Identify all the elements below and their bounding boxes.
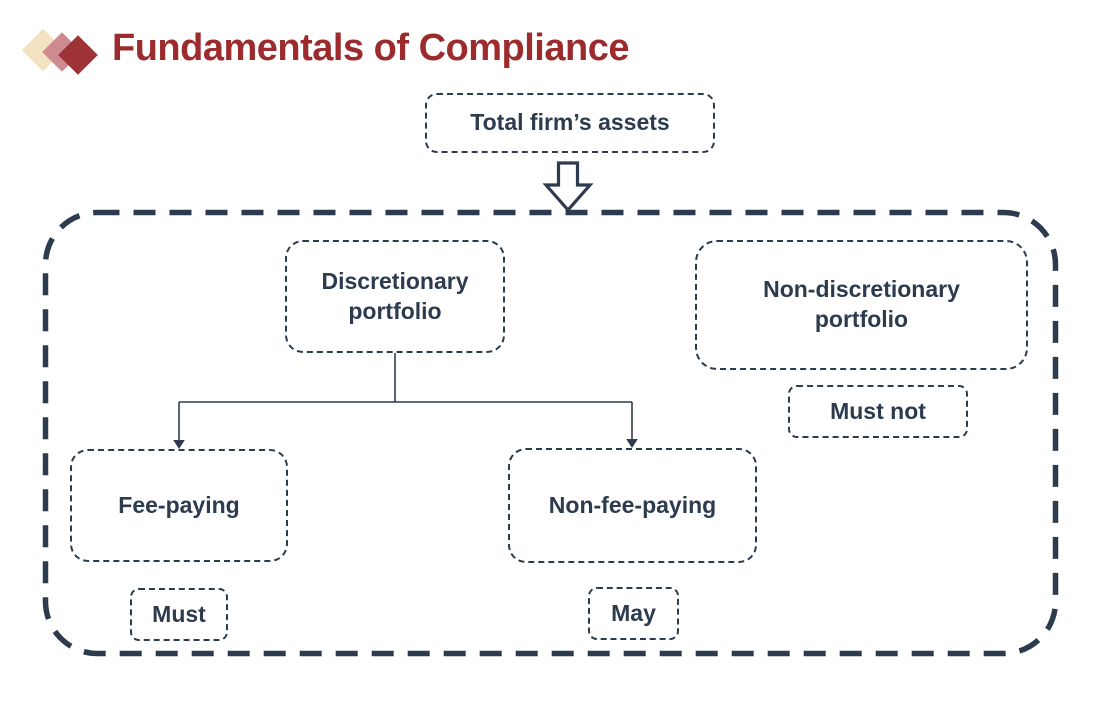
node-non-discretionary-portfolio: Non-discretionary portfolio	[695, 240, 1028, 370]
node-total-firm-assets: Total firm’s assets	[425, 93, 715, 153]
connector-lines	[178, 353, 633, 441]
tag-may: May	[588, 587, 679, 640]
node-non-fee-paying: Non-fee-paying	[508, 448, 757, 563]
tag-must: Must	[130, 588, 228, 641]
down-arrow-icon	[542, 161, 594, 213]
three-diamonds-icon	[0, 0, 110, 95]
node-discretionary-portfolio: Discretionary portfolio	[285, 240, 505, 353]
page-title: Fundamentals of Compliance	[112, 27, 629, 69]
node-fee-paying: Fee-paying	[70, 449, 288, 562]
tag-must-not: Must not	[788, 385, 968, 438]
arrowhead-left-icon	[173, 440, 185, 449]
slide-header: Fundamentals of Compliance	[0, 0, 1093, 95]
arrowhead-right-icon	[626, 439, 638, 448]
